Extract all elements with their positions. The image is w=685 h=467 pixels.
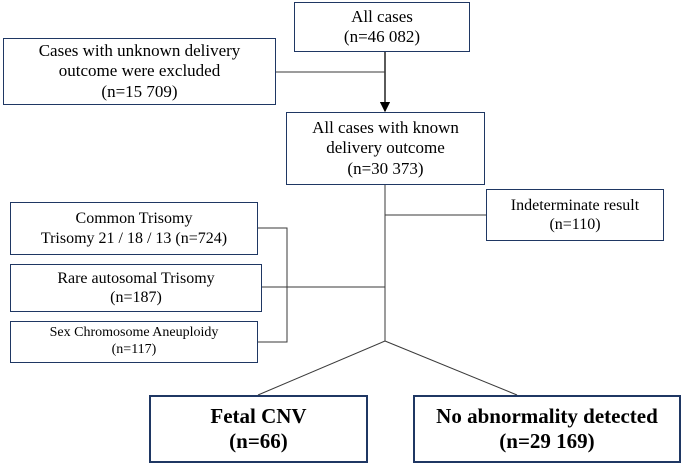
node-rare-trisomy-title: Rare autosomal Trisomy (57, 269, 215, 287)
node-no-abnormality-count: (n=29 169) (499, 429, 595, 453)
node-rare-trisomy: Rare autosomal Trisomy (n=187) (10, 264, 262, 312)
node-common-trisomy-detail: Trisomy 21 / 18 / 13 (n=724) (40, 229, 228, 247)
connector-aneuploidy-bracket (258, 227, 288, 343)
node-fetal-cnv-count: (n=66) (229, 429, 288, 453)
connector-to-fetal-cnv (257, 340, 386, 396)
node-excluded-line1: Cases with unknown delivery (38, 40, 241, 60)
node-all-cases-title: All cases (351, 6, 413, 26)
node-excluded: Cases with unknown delivery outcome were… (3, 38, 276, 105)
node-indeterminate-title: Indeterminate result (510, 196, 640, 214)
node-fetal-cnv: Fetal CNV (n=66) (149, 395, 368, 463)
node-known-outcome-line1: All cases with known (312, 117, 459, 137)
node-sex-chromosome-title: Sex Chromosome Aneuploidy (49, 325, 219, 341)
node-rare-trisomy-count: (n=187) (110, 289, 162, 306)
node-no-abnormality-title: No abnormality detected (436, 403, 658, 428)
node-known-outcome: All cases with known delivery outcome (n… (286, 112, 485, 185)
node-all-cases: All cases (n=46 082) (294, 2, 470, 52)
node-known-outcome-line2: delivery outcome (326, 138, 445, 158)
node-sex-chromosome: Sex Chromosome Aneuploidy (n=117) (10, 321, 258, 363)
node-common-trisomy: Common Trisomy Trisomy 21 / 18 / 13 (n=7… (10, 202, 258, 255)
node-sex-chromosome-count: (n=117) (111, 342, 157, 357)
node-excluded-line2: outcome were excluded (58, 61, 221, 81)
node-common-trisomy-title: Common Trisomy (75, 210, 193, 228)
node-fetal-cnv-title: Fetal CNV (210, 403, 307, 428)
node-indeterminate: Indeterminate result (n=110) (486, 189, 664, 241)
node-excluded-count: (n=15 709) (101, 81, 178, 101)
connector-to-no-abnormality (384, 340, 518, 396)
node-all-cases-count: (n=46 082) (343, 27, 421, 46)
node-known-outcome-count: (n=30 373) (347, 158, 424, 178)
node-no-abnormality: No abnormality detected (n=29 169) (413, 395, 681, 463)
node-indeterminate-count: (n=110) (549, 216, 601, 233)
